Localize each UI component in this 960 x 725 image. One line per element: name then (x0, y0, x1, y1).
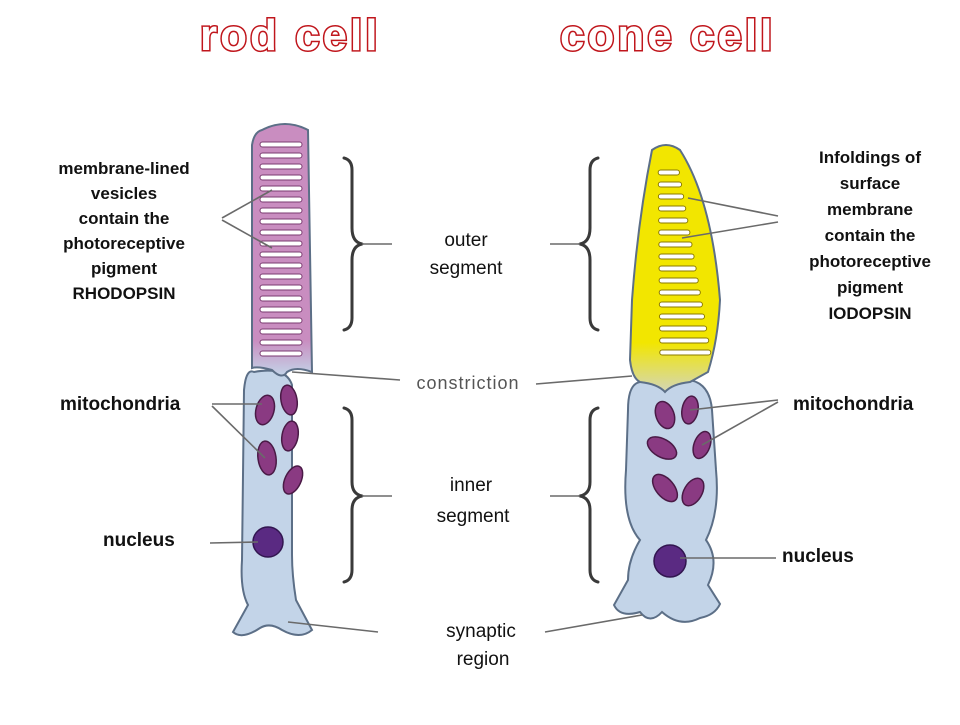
cone-infolding (659, 325, 708, 332)
rod-disc (259, 174, 303, 181)
rod-disc (259, 306, 303, 313)
svg-text:contain the: contain the (825, 226, 916, 245)
cone-infolding (658, 301, 703, 308)
leader-lines (209, 189, 779, 633)
cone-infolding (658, 241, 693, 248)
cone-nucleus (653, 544, 687, 578)
cone-infoldings (657, 169, 712, 356)
cone-infolding (658, 289, 701, 296)
cone-infolding (659, 349, 712, 356)
synaptic-region-label: synaptic region (446, 621, 516, 670)
svg-text:synaptic: synaptic (446, 621, 516, 642)
svg-text:segment: segment (437, 506, 511, 527)
svg-text:outer: outer (444, 230, 488, 251)
rod-disc (259, 284, 303, 291)
svg-text:inner: inner (450, 475, 493, 496)
cone-infolding (658, 313, 706, 320)
cone-mitochondria (646, 395, 712, 507)
svg-text:RHODOPSIN: RHODOPSIN (73, 284, 176, 303)
cone-inner-brace (550, 406, 600, 584)
cone-infolding (657, 181, 683, 188)
rod-disc (259, 207, 303, 214)
outer-segment-label: outer segment (430, 230, 504, 279)
svg-text:vesicles: vesicles (91, 184, 157, 203)
rod-disc (259, 240, 303, 247)
rod-disc (259, 273, 303, 280)
rod-mitochondria-label: mitochondria (60, 394, 181, 415)
cone-mitochondria-label: mitochondria (793, 394, 914, 415)
inner-segment-label: inner segment (437, 475, 511, 527)
rod-disc (259, 218, 303, 225)
cone-infolding (658, 253, 695, 260)
rod-disc (259, 262, 303, 269)
rod-disc (259, 251, 303, 258)
rod-discs (259, 141, 303, 357)
svg-text:IODOPSIN: IODOPSIN (828, 304, 911, 323)
cone-infolding (658, 229, 691, 236)
svg-text:Infoldings of: Infoldings of (819, 148, 921, 167)
rod-nucleus-label: nucleus (103, 530, 175, 551)
svg-text:membrane: membrane (827, 200, 913, 219)
rod-inner-brace (342, 406, 392, 584)
rod-disc (259, 196, 303, 203)
rod-disc (259, 229, 303, 236)
cone-outer-brace (550, 156, 600, 332)
rod-mitochondria (254, 384, 304, 495)
rod-vesicle-label: membrane-lined vesicles contain the phot… (58, 159, 189, 303)
svg-text:pigment: pigment (91, 259, 157, 278)
rod-inner-segment (231, 369, 314, 637)
rod-disc (259, 350, 303, 357)
cone-infolding (659, 337, 710, 344)
rod-outer-brace (342, 156, 392, 332)
rod-disc (259, 339, 303, 346)
cone-infolding (657, 169, 680, 176)
constriction-label: constriction (416, 373, 519, 393)
cone-infolding (658, 265, 697, 272)
cone-infolding (657, 205, 687, 212)
cone-infolding (657, 193, 685, 200)
rod-disc (259, 185, 303, 192)
svg-text:contain the: contain the (79, 209, 170, 228)
cone-cell-title: cone cell (560, 11, 775, 60)
svg-text:surface: surface (840, 174, 900, 193)
rod-disc (259, 317, 303, 324)
rod-cell-title: rod cell (200, 11, 381, 60)
cone-infolding (658, 217, 689, 224)
cone-infolding (658, 277, 699, 284)
cone-infolding-label: Infoldings of surface membrane contain t… (809, 148, 931, 323)
rod-disc (259, 295, 303, 302)
rod-cell (231, 123, 314, 637)
svg-text:pigment: pigment (837, 278, 903, 297)
rod-disc (259, 328, 303, 335)
cone-nucleus-label: nucleus (782, 546, 854, 567)
rod-disc (259, 152, 303, 159)
svg-text:segment: segment (430, 258, 504, 279)
rod-disc (259, 163, 303, 170)
rod-outer-segment (251, 123, 314, 377)
svg-text:photoreceptive: photoreceptive (63, 234, 185, 253)
svg-text:membrane-lined: membrane-lined (58, 159, 189, 178)
cone-cell (612, 144, 722, 623)
svg-text:region: region (457, 649, 510, 670)
svg-text:photoreceptive: photoreceptive (809, 252, 931, 271)
rod-disc (259, 141, 303, 148)
